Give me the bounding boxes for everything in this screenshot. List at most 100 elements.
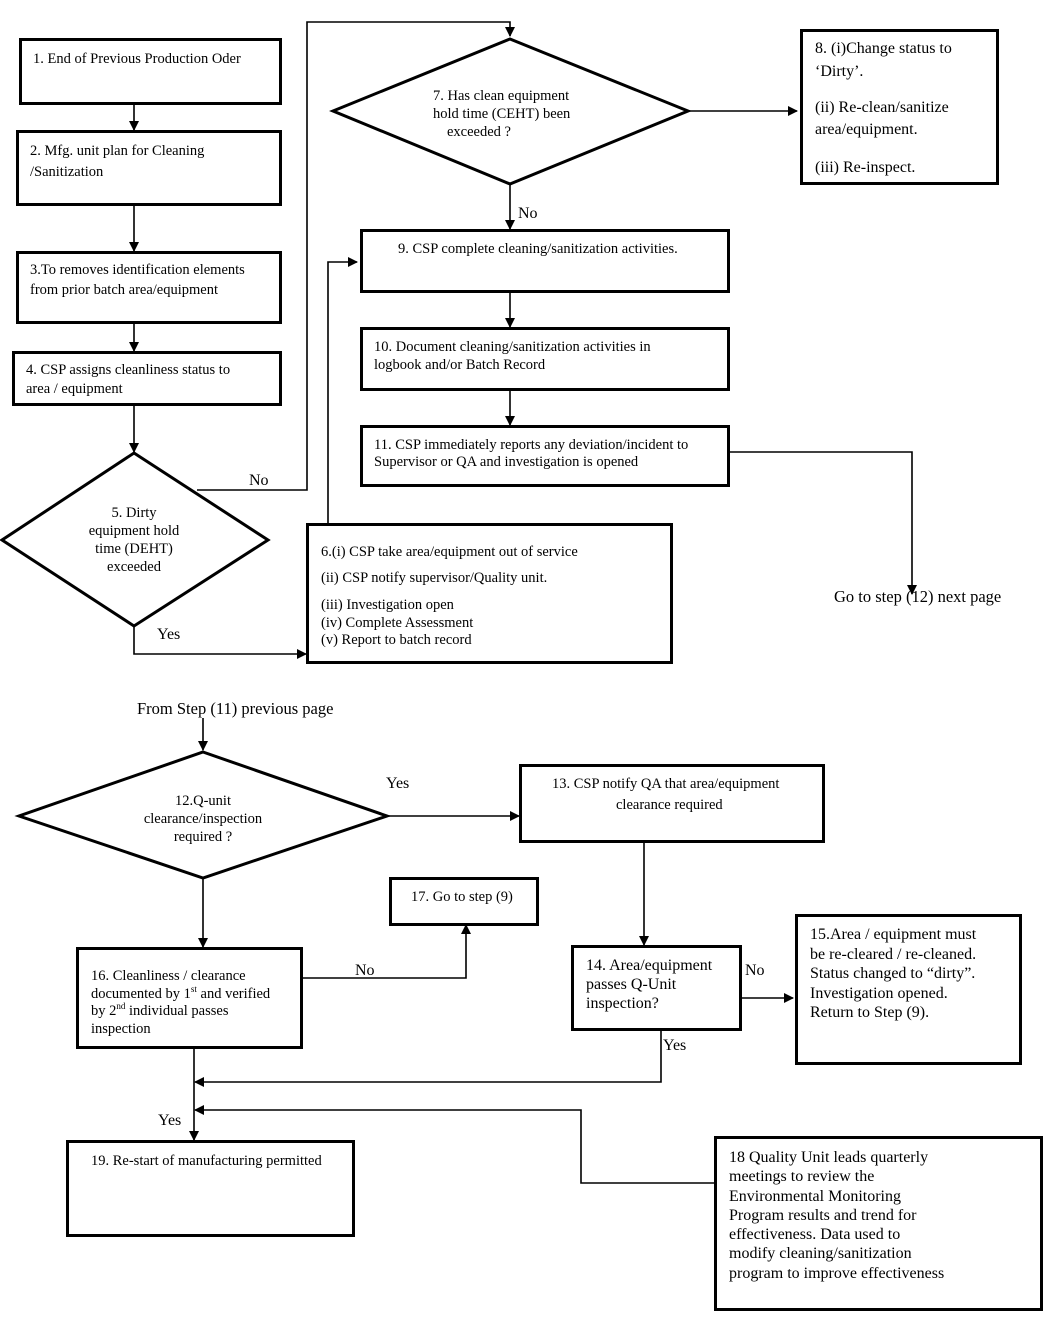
- step-14-box: 14. Area/equipment passes Q-Unit inspect…: [571, 945, 742, 1031]
- step-14-line: inspection?: [586, 995, 659, 1012]
- arrow-5-no-7: [197, 21, 515, 491]
- step-15-line: Status changed to “dirty”.: [810, 965, 976, 982]
- step-15-line: Return to Step (9).: [810, 1004, 930, 1021]
- label-no-7: No: [518, 205, 538, 222]
- step-17-box: 17. Go to step (9): [389, 877, 539, 926]
- label-yes-19: Yes: [158, 1112, 182, 1129]
- step-18-line: modify cleaning/sanitization: [729, 1245, 912, 1263]
- step-18-line: meetings to review the: [729, 1168, 875, 1186]
- decision-12-shape: [14, 750, 392, 880]
- step-8-line: 8. (i)Change status to: [815, 40, 952, 57]
- step-19-text: 19. Re-start of manufacturing permitted: [91, 1153, 322, 1169]
- step-7-line: hold time (CEHT) been: [433, 106, 571, 122]
- label-yes-14: Yes: [663, 1037, 687, 1054]
- step-14-line: 14. Area/equipment: [586, 957, 713, 974]
- step-16-box: 16. Cleanliness / clearance documented b…: [76, 947, 303, 1049]
- step-16-line: 16. Cleanliness / clearance: [91, 968, 246, 984]
- step-1-text: 1. End of Previous Production Oder: [33, 51, 241, 67]
- step-16-fragment: and verified: [196, 985, 271, 1002]
- arrow-5-yes-6: [133, 626, 307, 659]
- step-8-line: (ii) Re-clean/sanitize: [815, 99, 949, 116]
- from-previous-page-text: From Step (11) previous page: [137, 699, 334, 718]
- step-15-line: 15.Area / equipment must: [810, 926, 977, 943]
- step-3-box: 3.To removes identification elements fro…: [16, 251, 282, 324]
- step-11-line: Supervisor or QA and investigation is op…: [374, 454, 639, 470]
- label-no-16: No: [355, 962, 375, 979]
- step-10-line: 10. Document cleaning/sanitization activ…: [374, 339, 651, 355]
- step-18-line: Environmental Monitoring: [729, 1187, 901, 1205]
- step-18-line: effectiveness. Data used to: [729, 1226, 901, 1244]
- step-5-line: equipment hold: [88, 523, 180, 539]
- step-10-line: logbook and/or Batch Record: [374, 357, 546, 373]
- step-18-line: program to improve effectiveness: [729, 1264, 945, 1282]
- step-16-fragment: documented by 1: [91, 985, 191, 1002]
- step-2-box: 2. Mfg. unit plan for Cleaning /Sanitiza…: [16, 130, 282, 206]
- step-1-box: 1. End of Previous Production Oder: [19, 38, 282, 105]
- step-15-line: Investigation opened.: [810, 984, 948, 1002]
- step-13-box: 13. CSP notify QA that area/equipment cl…: [519, 764, 825, 843]
- step-4-box: 4. CSP assigns cleanliness status to are…: [12, 351, 282, 406]
- step-4-text: 4. CSP assigns cleanliness status to are…: [26, 361, 230, 399]
- step-9-text: 9. CSP complete cleaning/sanitization ac…: [398, 241, 678, 257]
- step-15-box: 15.Area / equipment must be re-cleared /…: [795, 914, 1022, 1065]
- step-16-fragment: individual passes: [125, 1003, 229, 1019]
- step-3-line: 3.To removes identification elements: [30, 262, 245, 278]
- step-5-text: 5. Dirty equipment hold time (DEHT) exce…: [74, 504, 194, 576]
- step-14-text: 14. Area/equipment passes Q-Unit inspect…: [586, 956, 712, 1013]
- step-3-text: 3.To removes identification elements fro…: [30, 260, 245, 300]
- step-6-line: (iv) Complete Assessment: [321, 615, 474, 631]
- step-5-line: exceeded: [107, 559, 161, 575]
- step-6-line: (v) Report to batch record: [321, 632, 472, 648]
- step-18-line: Program results and trend for: [729, 1206, 917, 1224]
- step-5-line: time (DEHT): [95, 541, 173, 557]
- step-2-line: /Sanitization: [30, 164, 104, 180]
- step-9-box: 9. CSP complete cleaning/sanitization ac…: [360, 229, 730, 293]
- step-19-box: 19. Re-start of manufacturing permitted: [66, 1140, 355, 1237]
- step-6-line: (ii) CSP notify supervisor/Quality unit.: [321, 570, 548, 586]
- step-11-box: 11. CSP immediately reports any deviatio…: [360, 425, 730, 487]
- decision-5-shape: [0, 451, 271, 628]
- step-16-fragment: by 2: [91, 1003, 117, 1019]
- arrow-14-yes-join: [194, 1030, 662, 1087]
- step-6-line: (iii) Investigation open: [321, 597, 454, 613]
- label-no-5: No: [249, 472, 269, 489]
- step-16-line: documented by 1st and verified: [91, 984, 271, 1004]
- step-8-line: ‘Dirty’.: [815, 63, 864, 80]
- step-18-text: 18 Quality Unit leads quarterly meetings…: [729, 1148, 944, 1283]
- step-11-line: 11. CSP immediately reports any deviatio…: [374, 437, 689, 453]
- decision-7-shape: [329, 37, 692, 186]
- step-17-text: 17. Go to step (9): [411, 889, 513, 905]
- step-18-line: 18 Quality Unit leads quarterly: [729, 1149, 929, 1166]
- arrow-18-join: [194, 1105, 714, 1184]
- step-12-line: 12.Q-unit: [175, 793, 231, 809]
- label-yes-12: Yes: [386, 775, 410, 792]
- step-8-line: (iii) Re-inspect.: [815, 159, 916, 176]
- step-13-line: 13. CSP notify QA that area/equipment: [552, 776, 780, 792]
- step-10-box: 10. Document cleaning/sanitization activ…: [360, 327, 730, 391]
- step-16-line: by 2nd individual passes: [91, 1002, 270, 1021]
- step-12-text: 12.Q-unit clearance/inspection required …: [123, 792, 283, 846]
- step-7-line: exceeded ?: [447, 124, 511, 140]
- step-6-box: 6.(i) CSP take area/equipment out of ser…: [306, 523, 673, 664]
- step-6-line: 6.(i) CSP take area/equipment out of ser…: [321, 544, 578, 560]
- step-12-line: required ?: [173, 829, 233, 845]
- step-8-box: 8. (i)Change status to ‘Dirty’. (ii) Re-…: [800, 29, 999, 185]
- step-4-line: area / equipment: [26, 381, 123, 397]
- step-18-box: 18 Quality Unit leads quarterly meetings…: [714, 1136, 1043, 1311]
- goto-next-page-text: Go to step (12) next page: [834, 587, 1002, 606]
- arrow-16-no-17: [302, 924, 471, 979]
- step-13-line: clearance required: [616, 797, 723, 813]
- label-no-14: No: [745, 962, 765, 979]
- step-5-line: 5. Dirty: [111, 505, 157, 521]
- step-12-line: clearance/inspection: [143, 811, 263, 827]
- step-4-line: 4. CSP assigns cleanliness status to: [26, 362, 231, 378]
- step-16-text: 16. Cleanliness / clearance documented b…: [91, 968, 270, 1038]
- step-2-text: 2. Mfg. unit plan for Cleaning /Sanitiza…: [30, 141, 204, 183]
- label-yes-5: Yes: [157, 626, 181, 643]
- step-3-line: from prior batch area/equipment: [30, 282, 219, 298]
- step-2-line: 2. Mfg. unit plan for Cleaning: [30, 143, 205, 159]
- step-15-text: 15.Area / equipment must be re-cleared /…: [810, 925, 976, 1023]
- step-15-line: be re-cleared / re-cleaned.: [810, 945, 977, 963]
- step-8-line: area/equipment.: [815, 121, 918, 138]
